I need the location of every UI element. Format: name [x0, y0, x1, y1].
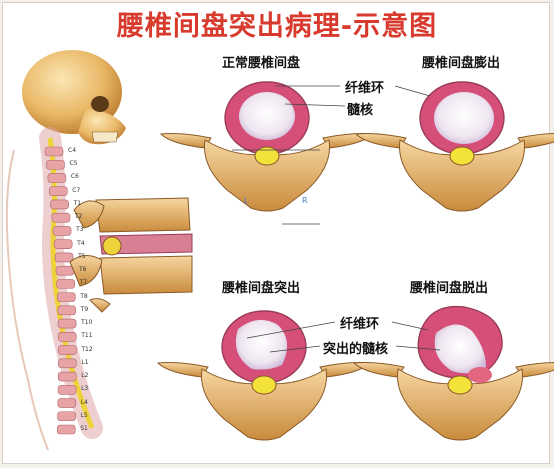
spine-level-label: L3 — [81, 385, 89, 393]
spine-level-label: L2 — [81, 372, 89, 380]
vertebra — [58, 345, 77, 355]
leader-lines — [232, 85, 441, 353]
vertebra — [57, 411, 76, 422]
label-annulus-bottom: 纤维环 — [340, 317, 380, 332]
spinal-cord — [254, 146, 280, 166]
vertebra — [44, 146, 64, 157]
spinal-cord — [447, 375, 473, 395]
spine-level-label: T3 — [76, 226, 84, 234]
label-annulus-top: 纤维环 — [345, 81, 385, 96]
lumbar-closeup — [69, 197, 193, 313]
vertebra — [54, 252, 74, 263]
spinal-cord — [251, 375, 277, 395]
spine-level-label: C7 — [72, 186, 81, 194]
disc-panel-bulge — [354, 81, 554, 212]
label-nucleus-top: 髓核 — [347, 103, 374, 118]
label-normal-disc: 正常腰椎间盘 — [222, 56, 301, 71]
spine-level-label: T4 — [77, 239, 85, 247]
label-disc-protrusion: 腰椎间盘突出 — [222, 281, 301, 296]
vertebra — [47, 173, 67, 183]
page-title: 腰椎间盘突出病理-示意图 — [116, 11, 438, 42]
spine-level-label: T12 — [81, 345, 93, 353]
vertebra — [57, 398, 77, 408]
skeleton-illustration — [5, 50, 126, 451]
disc-panel-normal — [159, 81, 375, 212]
vertebra — [57, 305, 77, 316]
spine-level-label: T8 — [80, 292, 88, 300]
vertebra — [46, 159, 65, 170]
spine-level-label: L1 — [81, 358, 89, 366]
spine-level-label: T6 — [78, 266, 87, 274]
vertebra — [57, 371, 77, 382]
spine-level-label: L5 — [80, 411, 88, 419]
nucleus-pulposus — [434, 324, 486, 374]
vertebra — [51, 212, 71, 223]
vertebra — [53, 239, 73, 249]
label-herniated-nucleus: 突出的髓核 — [323, 342, 389, 357]
vertebra — [57, 332, 77, 342]
nucleus-pulposus — [239, 92, 295, 140]
spine-level-label: T2 — [74, 213, 83, 221]
spine-level-label: C5 — [69, 160, 78, 168]
label-disc-extrusion: 腰椎间盘脱出 — [410, 281, 489, 296]
vertebra — [56, 424, 76, 435]
vertebra — [57, 318, 77, 329]
vertebra — [57, 384, 77, 395]
spine-level-label: T11 — [81, 332, 93, 340]
vertebra — [52, 226, 72, 236]
spine-level-label: C4 — [68, 147, 77, 154]
extruded-fragment — [468, 367, 492, 383]
spine-level-label: T9 — [80, 305, 89, 313]
label-disc-bulge: 腰椎间盘膨出 — [422, 56, 501, 71]
transverse-process — [352, 362, 554, 378]
spinal-cord — [449, 146, 475, 166]
direction-left-mark: L — [244, 196, 249, 205]
direction-right-mark: R — [302, 196, 308, 205]
spine-level-label: T5 — [78, 252, 86, 260]
disc-panel-protrusion — [156, 310, 372, 441]
vertebra — [56, 292, 76, 302]
spine-level-label: L4 — [80, 398, 88, 406]
vertebra — [55, 265, 75, 276]
spine-level-label: S1 — [80, 425, 88, 432]
spine-level-label: T1 — [73, 199, 82, 207]
nucleus-pulposus — [235, 319, 288, 370]
spine-level-label: T10 — [81, 319, 93, 327]
nucleus-pulposus — [434, 92, 494, 144]
vertebrae-stack — [44, 146, 77, 435]
disc-panel-extrusion — [352, 305, 554, 441]
vertebra — [56, 279, 75, 289]
vertebra — [50, 199, 69, 210]
spine-level-label: T7 — [79, 279, 88, 287]
spine-level-label: C6 — [70, 173, 79, 181]
transverse-process — [354, 133, 554, 149]
vertebra — [48, 186, 68, 197]
vertebra — [58, 358, 77, 369]
